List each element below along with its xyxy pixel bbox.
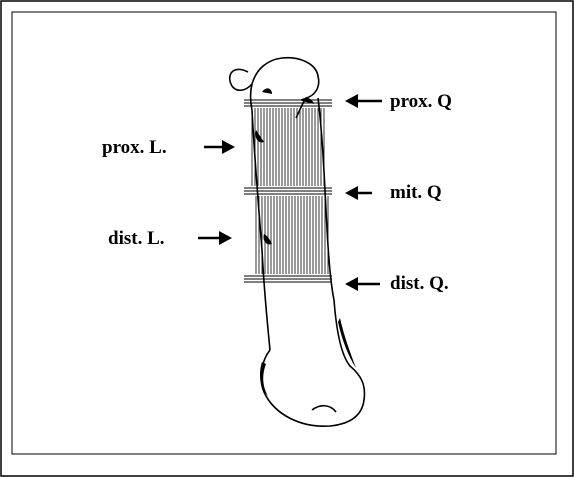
band-dist-q [244,276,332,282]
inner-frame [12,12,556,454]
arrow-dist-l [198,231,232,245]
hatch-zone-proximal [252,108,324,186]
label-prox-l: prox. L. [102,138,167,157]
hatch-zone-distal [256,196,328,274]
arrow-dist-q [345,277,380,291]
arrow-mit-q [345,186,372,200]
label-mit-q: mit. Q [390,183,442,202]
label-dist-q: dist. Q. [390,274,449,293]
arrow-prox-q [345,94,382,108]
label-prox-q: prox. Q [390,92,452,111]
label-dist-l: dist. L. [108,229,165,248]
arrow-prox-l [204,140,235,154]
